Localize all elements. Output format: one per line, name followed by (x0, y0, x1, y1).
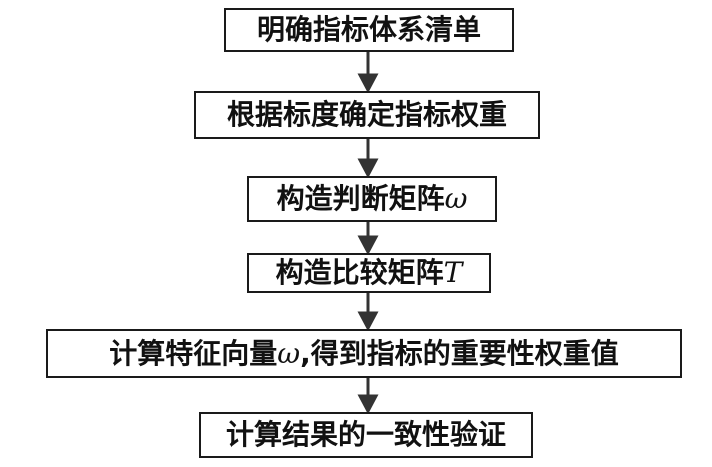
step-5-suffix: ,得到指标的重要性权重值 (300, 336, 619, 370)
step-4-symbol: T (443, 256, 463, 289)
step-6-box: 计算结果的一致性验证 (199, 412, 533, 458)
step-3-symbol: ω (444, 182, 468, 215)
step-2-label: 根据标度确定指标权重 (226, 98, 507, 131)
step-1-box: 明确指标体系清单 (224, 8, 514, 52)
arrowhead-2-3 (357, 158, 379, 179)
step-3-box: 构造判断矩阵 ω (247, 176, 497, 222)
arrowhead-5-6 (357, 394, 379, 415)
step-1-label: 明确指标体系清单 (256, 13, 481, 46)
arrowhead-3-4 (357, 235, 379, 256)
step-5-box: 计算特征向量 ω ,得到指标的重要性权重值 (46, 329, 682, 378)
step-5-symbol: ω (277, 336, 301, 370)
step-5-label: 计算特征向量 (109, 336, 278, 370)
step-2-box: 根据标度确定指标权重 (194, 91, 540, 139)
step-4-label: 构造比较矩阵 (275, 256, 444, 289)
step-4-box: 构造比较矩阵 T (247, 253, 491, 293)
arrowhead-4-5 (357, 311, 379, 332)
step-3-label: 构造判断矩阵 (276, 182, 445, 215)
arrowhead-1-2 (357, 73, 379, 94)
step-6-label: 计算结果的一致性验证 (225, 418, 506, 451)
